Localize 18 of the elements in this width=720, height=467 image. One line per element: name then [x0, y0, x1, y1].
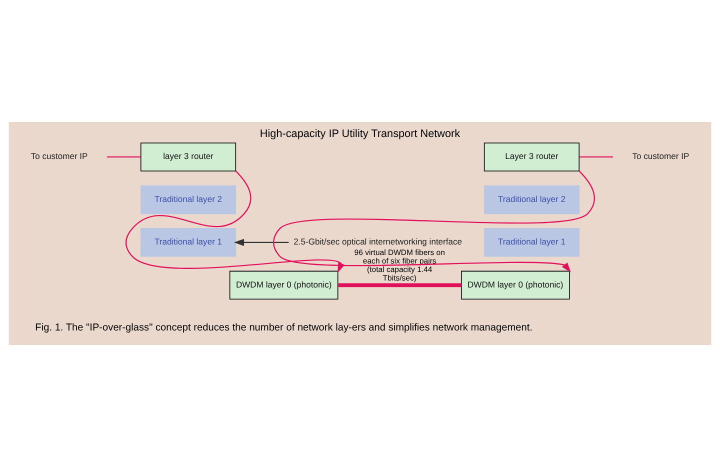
- node-text: 2.5-Gbit/sec optical internetworking interface: [294, 236, 462, 247]
- node-text: To customer IP: [30, 151, 88, 162]
- edge-label: 96 virtual DWDM fibers on each of six fiber pairs (total capacity 1.44 Tbits/sec): [354, 248, 445, 283]
- node-box: Traditional layer 2: [140, 185, 236, 214]
- node-box: Traditional layer 1: [484, 228, 580, 257]
- connector: [338, 283, 462, 288]
- node-box: layer 3 router: [140, 142, 236, 172]
- node-box: Traditional layer 1: [140, 228, 236, 257]
- node-box: Layer 3 router: [484, 142, 580, 172]
- caption: Fig. 1. The "IP-over-glass" concept reduces the number of network lay-ers and simplifies network management.: [35, 322, 533, 334]
- node-text: To customer IP: [632, 151, 690, 162]
- node-box: DWDM layer 0 (photonic): [229, 270, 338, 300]
- node-box: DWDM layer 0 (photonic): [461, 270, 570, 300]
- arrow: [234, 238, 289, 246]
- node-box: Traditional layer 2: [484, 185, 580, 214]
- connector: [106, 156, 141, 158]
- connector: [579, 156, 614, 158]
- diagram-title: High-capacity IP Utility Transport Network: [260, 128, 460, 140]
